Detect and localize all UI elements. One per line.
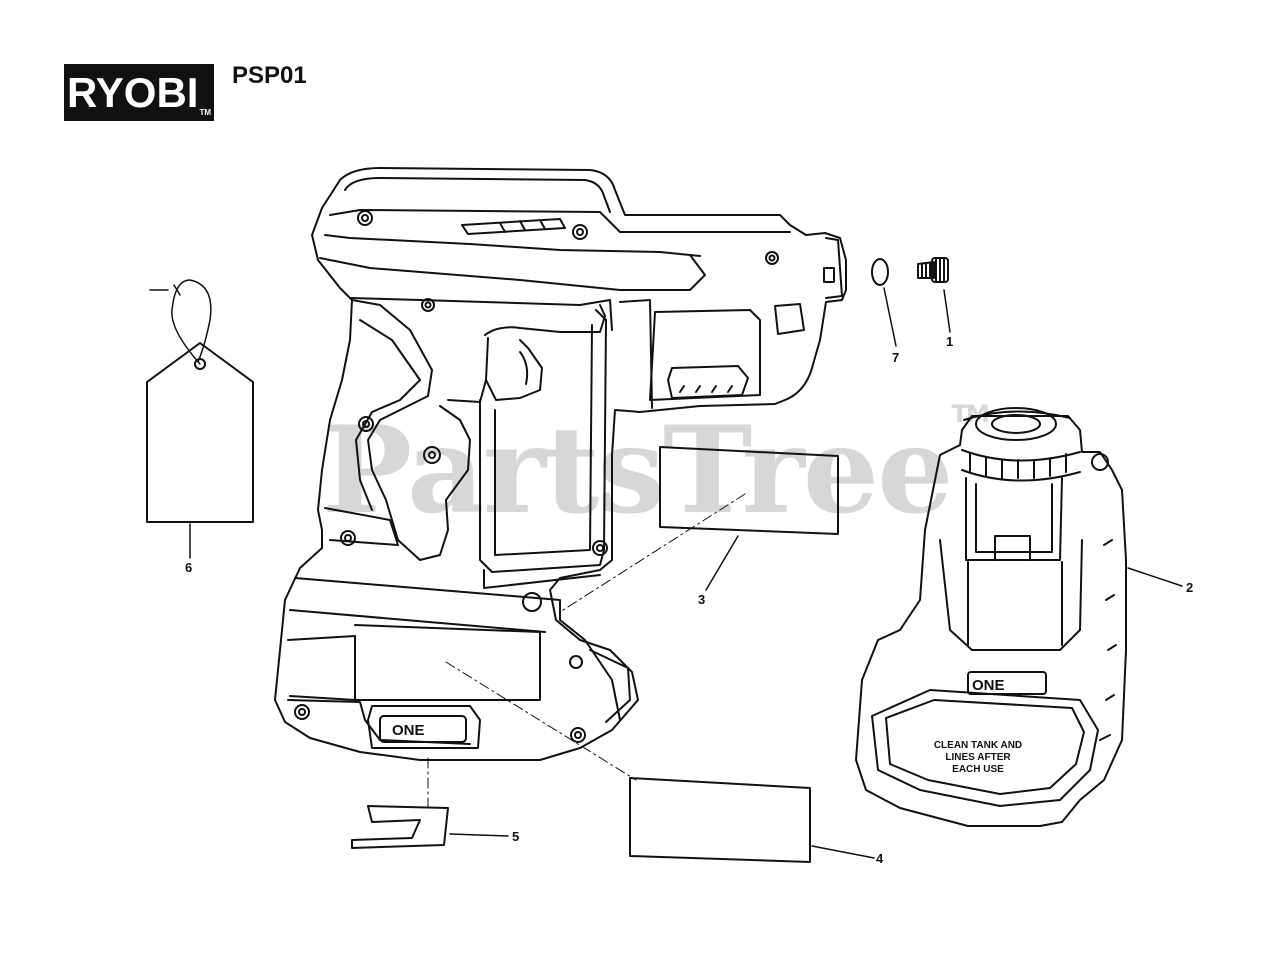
tank-warning-line-2: LINES AFTER <box>945 752 1011 763</box>
callout-2: 2 <box>1186 580 1194 595</box>
tank-warning-line-1: CLEAN TANK AND <box>934 740 1022 751</box>
hang-tag <box>146 279 254 523</box>
watermark-text: PartsTree <box>322 400 953 541</box>
logo-text: RYOBI <box>66 68 199 116</box>
callout-5: 5 <box>512 829 520 844</box>
o-ring <box>871 258 889 286</box>
paint-tank <box>855 407 1127 827</box>
logo-tm: TM <box>199 108 212 117</box>
label-5 <box>351 805 449 849</box>
callout-4: 4 <box>876 851 884 866</box>
tank-one-badge-text: ONE <box>972 677 1005 694</box>
label-4 <box>629 777 811 863</box>
tool-one-badge-text: ONE <box>392 722 425 739</box>
parts-tree-watermark: PartsTreeTM <box>322 400 990 541</box>
leader-lines <box>189 287 1183 859</box>
tip-cap <box>917 257 949 283</box>
callout-6: 6 <box>185 560 193 575</box>
model-number: PSP01 <box>232 62 307 89</box>
callout-1: 1 <box>946 334 954 349</box>
label-3 <box>659 446 839 535</box>
callout-7: 7 <box>892 350 900 365</box>
assembly-lines <box>427 493 746 813</box>
tank-warning-line-3: EACH USE <box>952 764 1004 775</box>
callout-3: 3 <box>698 592 706 607</box>
sprayer-body <box>274 167 847 761</box>
